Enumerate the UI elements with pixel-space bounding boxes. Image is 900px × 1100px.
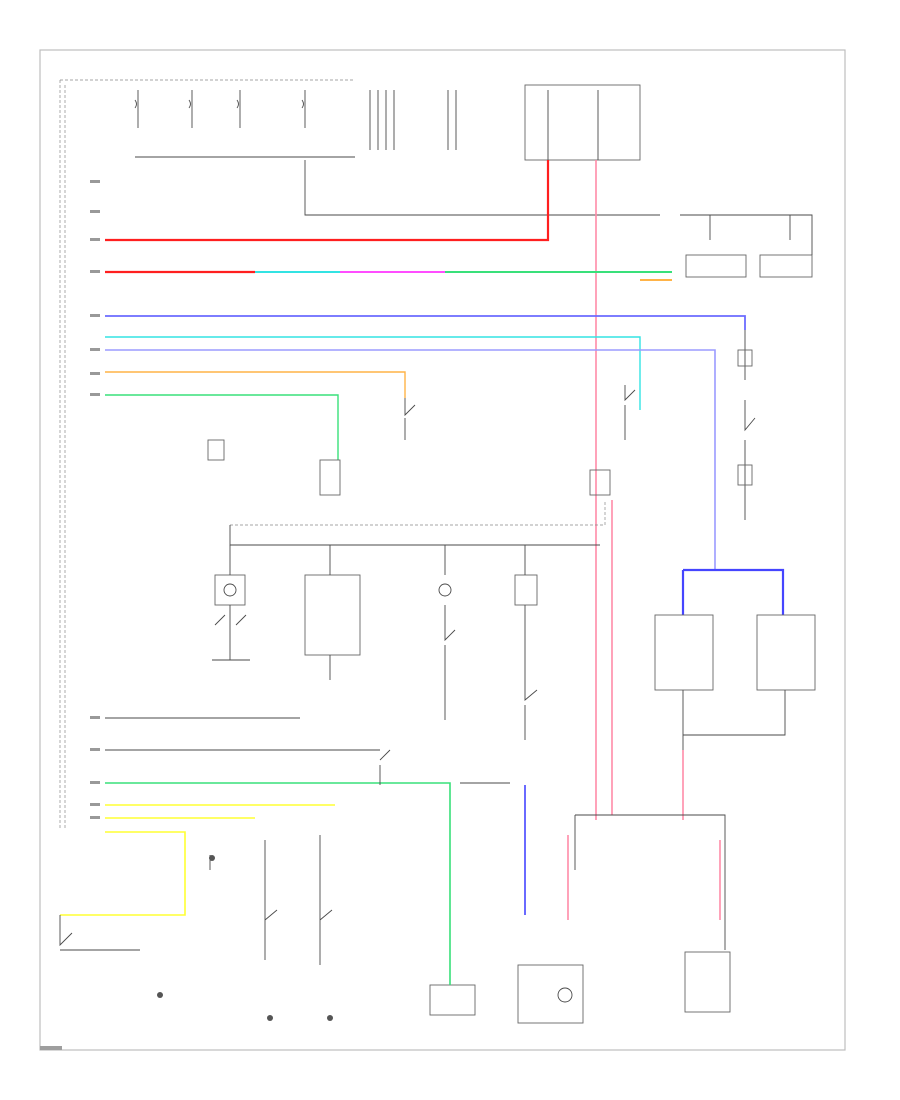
wire-red bbox=[105, 160, 550, 242]
wire-magenta-2 bbox=[105, 349, 716, 570]
ground-icon bbox=[157, 855, 333, 1021]
fuse-box-outline bbox=[59, 79, 355, 830]
switch-icon bbox=[207, 385, 636, 496]
wire-pink-3 bbox=[567, 835, 721, 920]
component-center bbox=[304, 574, 361, 656]
diagram-frame bbox=[39, 49, 846, 1051]
ground-bus bbox=[230, 500, 606, 526]
lamp-icon bbox=[438, 583, 452, 597]
wire-pink bbox=[595, 160, 613, 820]
lamp-box bbox=[214, 574, 246, 606]
wire-labels bbox=[90, 180, 100, 819]
connector-icon bbox=[59, 915, 140, 951]
wire-yellow bbox=[60, 804, 335, 916]
relay-box bbox=[524, 84, 641, 161]
switch-icon bbox=[737, 330, 756, 520]
relay-coil-icon bbox=[369, 90, 457, 150]
switch-box-bottom bbox=[429, 984, 476, 1016]
wire-cyan-2 bbox=[105, 336, 641, 410]
wire-blue bbox=[105, 315, 746, 330]
relay-bottom-right bbox=[684, 951, 731, 1013]
wire-orange-2 bbox=[105, 371, 406, 398]
lower-box bbox=[574, 814, 726, 950]
motor-icon bbox=[557, 987, 573, 1003]
wire-green-2 bbox=[105, 394, 339, 460]
wire-blue-2 bbox=[681, 568, 785, 615]
motor-box bbox=[517, 964, 584, 1024]
relay-left bbox=[654, 614, 714, 691]
fuse-icon bbox=[134, 90, 306, 128]
corner-mark bbox=[40, 1046, 62, 1050]
lamp-box-2 bbox=[514, 574, 538, 606]
component-right-upper bbox=[685, 254, 747, 278]
component-right-upper-2 bbox=[759, 254, 813, 278]
lamp-icon bbox=[223, 583, 237, 597]
wire-green-3 bbox=[105, 782, 451, 985]
relay-right bbox=[756, 614, 816, 691]
